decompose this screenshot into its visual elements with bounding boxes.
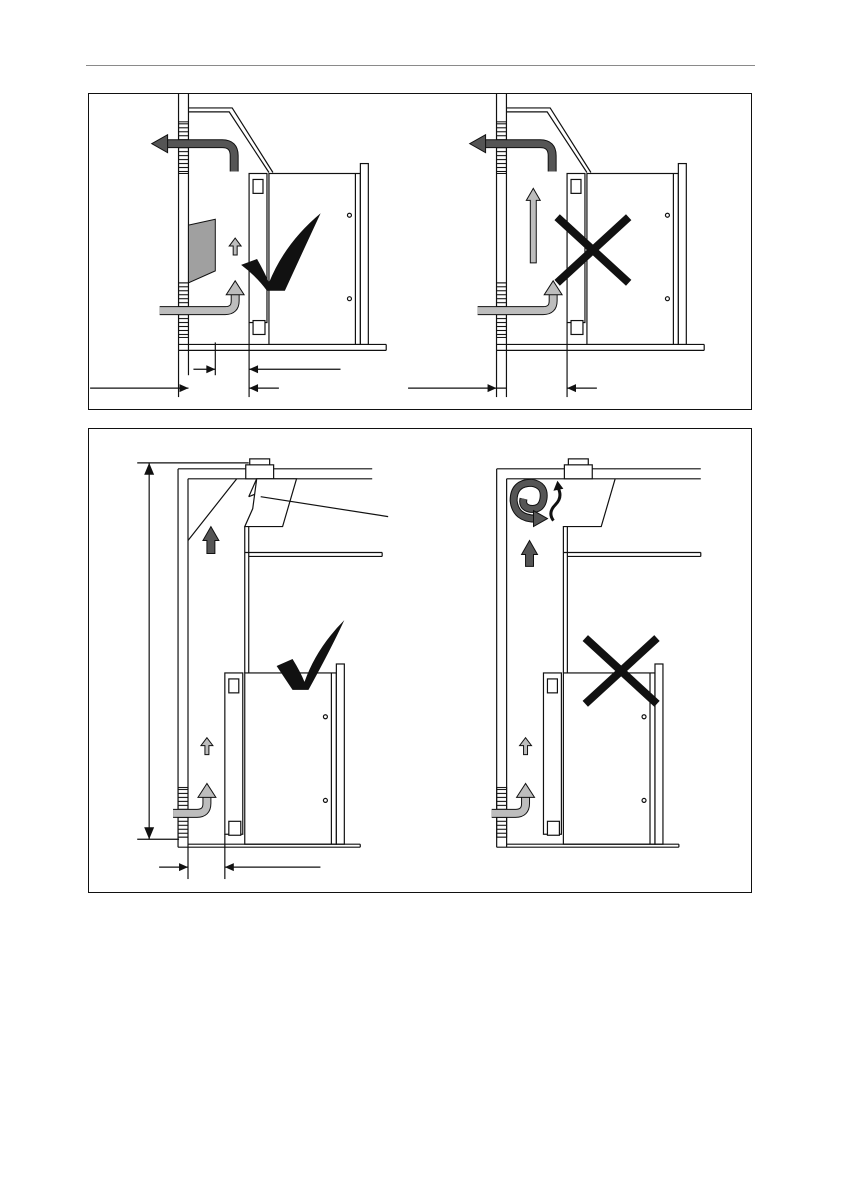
small-up-arrow xyxy=(229,238,241,255)
top-right-scene xyxy=(408,94,704,397)
intake-air-arrow xyxy=(160,293,236,311)
top-left-scene xyxy=(90,94,386,397)
exhaust-up-arrow xyxy=(203,527,219,554)
header-rule xyxy=(86,65,755,66)
top-panel xyxy=(88,93,752,410)
bottom-panel xyxy=(88,428,752,893)
boiler-flue xyxy=(249,173,267,322)
bottom-diagram xyxy=(89,429,751,892)
top-diagram xyxy=(89,94,751,409)
bottom-right-scene xyxy=(492,459,701,847)
tall-up-arrow xyxy=(526,188,540,263)
baffle-plate xyxy=(188,219,215,283)
bottom-left-scene xyxy=(137,459,388,879)
turbulence-swirl-icon xyxy=(514,481,564,527)
